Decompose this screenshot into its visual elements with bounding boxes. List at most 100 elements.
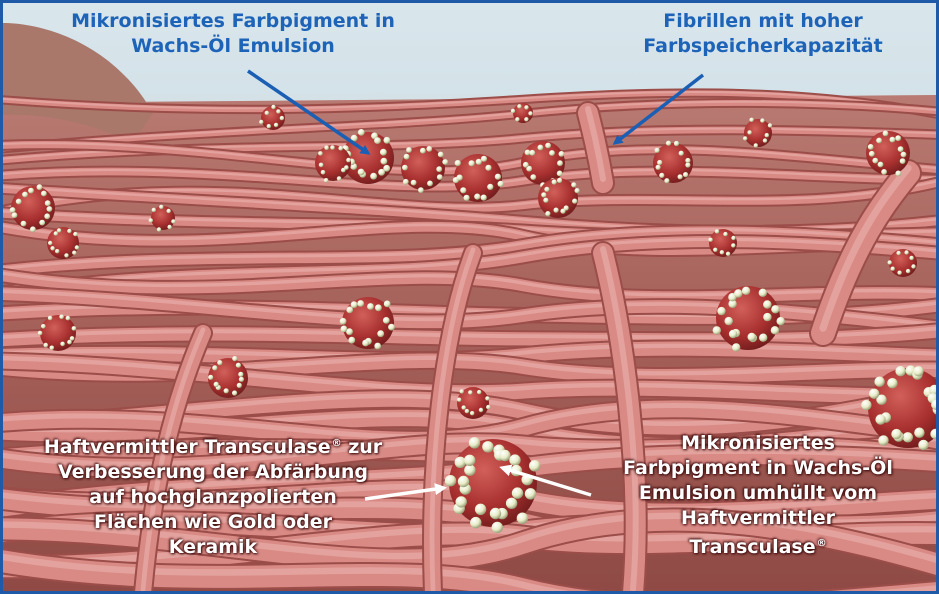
transculase-pearl (771, 326, 779, 334)
transculase-pearl (492, 522, 503, 533)
transculase-pearl (890, 137, 896, 143)
label-transculase-adhesion: Haftvermittler Transculase® zur Verbesse… (13, 431, 413, 560)
label-coated-pigment: Mikronisiertes Farbpigment in Wachs-Öl E… (593, 431, 923, 560)
transculase-pearl (559, 151, 565, 157)
transculase-pearl (479, 408, 483, 412)
transculase-pearl (224, 388, 229, 393)
transculase-pearl (481, 156, 487, 162)
transculase-pearl (482, 441, 493, 452)
transculase-pearl (232, 390, 237, 395)
transculase-pearl (374, 343, 381, 350)
transculase-pearl (657, 160, 662, 165)
transculase-pearl (900, 158, 906, 164)
transculase-pearl (659, 173, 664, 178)
transculase-pearl (543, 198, 548, 203)
transculase-pearl (664, 178, 669, 183)
transculase-pearl (887, 378, 897, 388)
transculase-pearl (474, 194, 480, 200)
transculase-pearl (861, 400, 871, 410)
transculase-pearl (571, 182, 576, 187)
transculase-pearl (16, 199, 22, 205)
transculase-pearl (217, 360, 222, 365)
transculase-pearl (276, 109, 280, 113)
label-line: Haftvermittler Transculase® zur (13, 431, 413, 460)
transculase-pearl (457, 175, 463, 181)
transculase-pearl (895, 135, 901, 141)
transculase-pearl (50, 346, 55, 351)
transculase-pearl (557, 171, 563, 177)
transculase-pearl (267, 124, 271, 128)
transculase-pearl (760, 118, 764, 122)
transculase-pearl (475, 504, 486, 515)
transculase-pearl (883, 131, 889, 137)
transculase-pearl (911, 264, 915, 268)
transculase-pearl (236, 363, 241, 368)
transculase-pearl (888, 260, 892, 264)
transculase-pearl (485, 396, 489, 400)
transculase-pearl (28, 188, 34, 194)
transculase-pearl (523, 162, 529, 168)
transculase-pearl (330, 145, 335, 150)
transculase-pearl (12, 212, 18, 218)
transculase-pearl (67, 340, 72, 345)
label-line: Keramik (13, 535, 413, 560)
label-line: Flächen wie Gold oder (13, 510, 413, 535)
label-text: Haftvermittler Transculase (44, 436, 331, 458)
transculase-pearl (37, 184, 43, 190)
transculase-pearl (340, 318, 347, 325)
transculase-pearl (499, 450, 510, 461)
pigment-core (889, 249, 917, 277)
transculase-pearl (749, 118, 753, 122)
transculase-pearl (404, 154, 410, 160)
transculase-pearl (517, 513, 528, 524)
transculase-pearl (538, 145, 544, 151)
transculase-pearl (456, 496, 467, 507)
label-fibrils: Fibrillen mit hoher Farbspeicherkapazitä… (603, 9, 923, 59)
transculase-pearl (469, 437, 480, 448)
label-line: Fibrillen mit hoher (603, 9, 923, 34)
transculase-pearl (418, 187, 424, 193)
transculase-pearl (656, 165, 661, 170)
transculase-pearl (720, 250, 724, 254)
transculase-pearl (909, 256, 913, 260)
transculase-pearl (271, 105, 275, 109)
transculase-pearl (891, 267, 895, 271)
transculase-pearl (358, 169, 365, 176)
transculase-pearl (743, 136, 747, 140)
transculase-pearl (378, 169, 385, 176)
transculase-pearl (713, 326, 721, 334)
transculase-pearl (149, 218, 153, 222)
transculase-pearl (511, 109, 515, 113)
transculase-pearl (525, 488, 536, 499)
transculase-pearl (529, 460, 540, 471)
transculase-pearl (468, 390, 472, 394)
transculase-pearl (763, 138, 767, 142)
transculase-pearl (75, 245, 79, 249)
transculase-pearl (881, 169, 887, 175)
transculase-pearl (470, 411, 474, 415)
transculase-pearl (460, 389, 464, 393)
transculase-pearl (552, 179, 557, 184)
transculase-pearl (167, 209, 171, 213)
transculase-pearl (530, 174, 536, 180)
transculase-pearl (455, 457, 466, 468)
transculase-pearl (529, 150, 535, 156)
label-text: Transculase (689, 536, 815, 558)
transculase-pearl (557, 160, 563, 166)
transculase-pearl (868, 144, 874, 150)
transculase-pearl (66, 316, 71, 321)
pigment-particle (47, 227, 79, 259)
transculase-pearl (348, 337, 355, 344)
transculase-pearl (734, 289, 742, 297)
transculase-pearl (872, 158, 878, 164)
label-text: zur (342, 436, 383, 458)
transculase-pearl (208, 375, 213, 380)
transculase-pearl (374, 137, 381, 144)
transculase-pearl (265, 111, 269, 115)
label-line: Wachs-Öl Emulsion (43, 34, 423, 59)
transculase-pearl (437, 174, 443, 180)
transculase-pearl (476, 159, 482, 165)
transculase-pearl (763, 300, 771, 308)
transculase-pearl (545, 143, 551, 149)
transculase-pearl (48, 241, 52, 245)
